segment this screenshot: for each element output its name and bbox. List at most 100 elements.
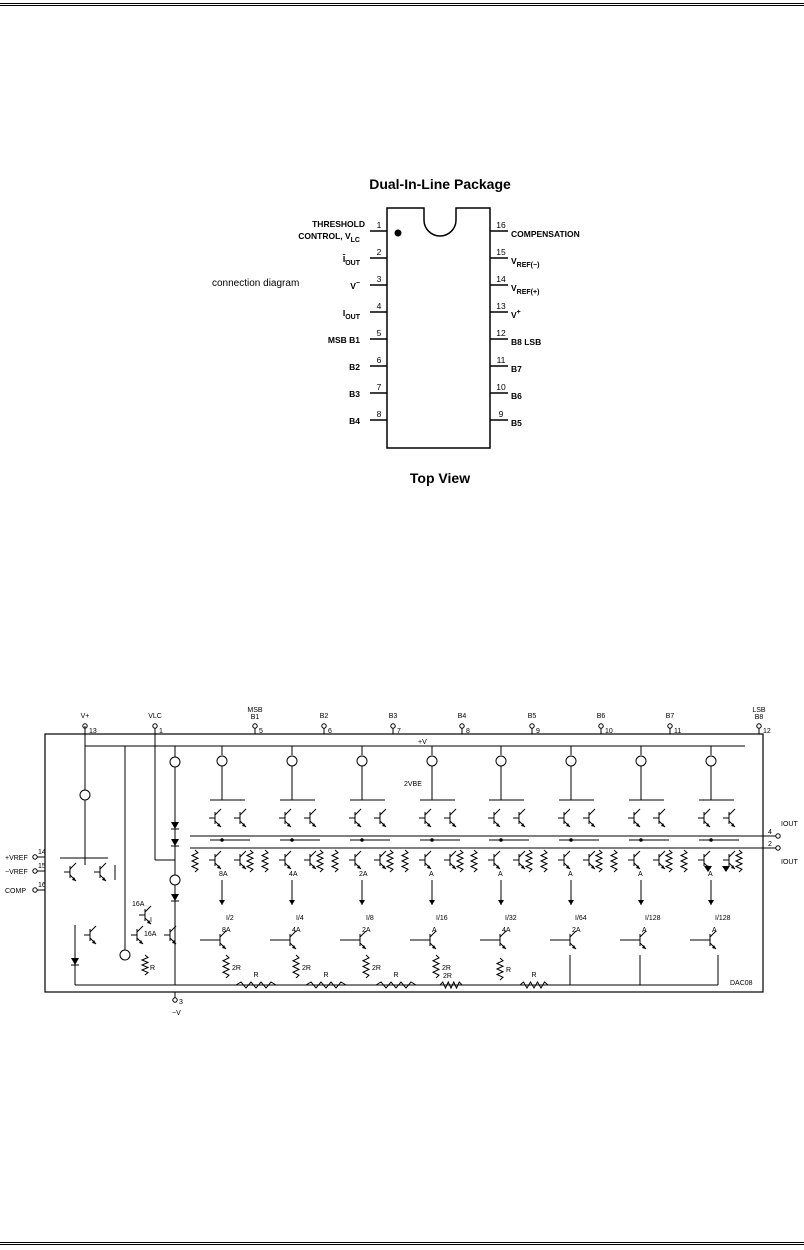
cell-switch-left-1-arrow — [287, 823, 291, 827]
cell-resistor-b-2 — [385, 849, 395, 873]
cell-source-0 — [216, 755, 228, 767]
ladder-2r-0 — [221, 954, 231, 979]
package-title: Dual-In-Line Package — [369, 176, 511, 192]
cell-resistor-a-3 — [400, 849, 410, 873]
top-pin-label-a-12: LSB — [752, 707, 766, 714]
ladder-ratio-0: 8A — [222, 927, 231, 934]
pin-name-15: VREF(−) — [511, 256, 539, 269]
ladder-2r-label-1: 2R — [302, 965, 311, 972]
ref-ratio-1: 16A — [132, 901, 145, 908]
cell-source-5 — [565, 755, 577, 767]
left-pin-14 — [32, 854, 38, 860]
right-pin-number-4: 4 — [768, 829, 772, 836]
cell-switch-left-6-collector — [633, 808, 641, 816]
right-pin-label-2: IOUT — [781, 859, 798, 866]
ref-transistor-a-arrow — [72, 877, 76, 881]
ref-16a-transistor-arrow — [147, 920, 151, 924]
ref-current-source — [79, 789, 91, 801]
pin-number-16: 16 — [496, 220, 506, 230]
pin-number-10: 10 — [496, 382, 506, 392]
cell-switch-left-6-arrow — [636, 823, 640, 827]
cell-switch-right-3-collector — [449, 808, 457, 816]
ladder-transistor-1-arrow — [292, 945, 296, 949]
comp-transistor-collector — [89, 925, 97, 933]
pin-name-7: B3 — [349, 389, 360, 399]
vlc-diode-c — [171, 894, 179, 901]
cell-switch-right-4-arrow — [521, 823, 525, 827]
lower-series-r-label: R — [531, 972, 536, 979]
top-pin-label-9: B5 — [528, 713, 537, 720]
vlc-source — [169, 756, 181, 768]
junction-dot — [499, 838, 503, 842]
ladder-2r-2 — [361, 954, 371, 979]
left-pin-number-15: 15 — [38, 863, 46, 870]
bias-transistor-a-arrow — [139, 940, 143, 944]
dip-right-pins: 16COMPENSATION15VREF(−)14VREF(+)13V+12B8… — [490, 220, 580, 428]
top-pin-label-7: B3 — [389, 713, 398, 720]
cell-diff-left-5-arrow — [566, 865, 570, 869]
cell-diff-left-1-arrow — [287, 865, 291, 869]
pin-number-4: 4 — [377, 301, 382, 311]
top-pin-number-5: 5 — [259, 728, 263, 735]
ref-transistor-b-arrow — [102, 877, 106, 881]
cell-switch-right-3-arrow — [452, 823, 456, 827]
bias-source — [119, 949, 131, 961]
ladder-ratio-4: 4A — [502, 927, 511, 934]
cell-switch-right-7-arrow — [731, 823, 735, 827]
out-diode-b — [722, 866, 730, 872]
cell-resistor-b-7 — [734, 849, 744, 873]
right-pin-number-2: 2 — [768, 841, 772, 848]
left-pin-16 — [32, 887, 38, 893]
cell-diff-right-7-arrow — [731, 865, 735, 869]
junction-dot — [430, 838, 434, 842]
top-rule — [0, 3, 804, 6]
lower-ladder-r-label: R — [506, 967, 511, 974]
cell-current-2: I/8 — [366, 915, 374, 922]
cell-resistor-b-5 — [594, 849, 604, 873]
cell-switch-left-0-arrow — [217, 823, 221, 827]
right-pin-4 — [775, 833, 781, 839]
top-pin-label-b-5: B1 — [251, 714, 260, 721]
cell-diff-right-4-collector — [518, 850, 526, 858]
rail-label: +V — [418, 739, 427, 746]
top-pin-number-9: 9 — [536, 728, 540, 735]
cell-switch-right-4-collector — [518, 808, 526, 816]
cell-diff-right-0-collector — [239, 850, 247, 858]
ladder-ratio-7: A — [712, 927, 717, 934]
cell-diff-right-4-arrow — [521, 865, 525, 869]
cell-diff-left-5-collector — [563, 850, 571, 858]
pin-number-13: 13 — [496, 301, 506, 311]
top-pin-number-12: 12 — [763, 728, 771, 735]
pin-number-5: 5 — [377, 328, 382, 338]
pin-number-9: 9 — [499, 409, 504, 419]
ladder-series-r-label-0: R — [253, 972, 258, 979]
pin-name-11: B7 — [511, 364, 522, 374]
ladder-transistor-6-collector — [639, 930, 647, 938]
right-pin-label-4: IOUT — [781, 821, 798, 828]
cell-resistor-a-4 — [469, 849, 479, 873]
ladder-transistor-0-arrow — [222, 945, 226, 949]
cell-switch-left-5-collector — [563, 808, 571, 816]
pin1-marker-dot — [394, 229, 402, 237]
top-pin-7 — [390, 723, 396, 729]
top-pin-number-8: 8 — [466, 728, 470, 735]
top-pin-5 — [252, 723, 258, 729]
cell-resistor-b-3 — [455, 849, 465, 873]
cell-current-arrow — [359, 900, 365, 905]
cell-switch-left-2-arrow — [357, 823, 361, 827]
cell-diff-right-2-collector — [379, 850, 387, 858]
pin-name-8: B4 — [349, 416, 360, 426]
pin-name-4: IOUT — [343, 308, 361, 321]
ladder-transistor-3-collector — [429, 930, 437, 938]
cell-diff-left-3-collector — [424, 850, 432, 858]
ladder-2r-label-3: 2R — [442, 965, 451, 972]
ladder-series-r-2 — [375, 981, 417, 989]
cell-switch-left-0-collector — [214, 808, 222, 816]
right-pin-2 — [775, 845, 781, 851]
cell-switch-right-1-arrow — [312, 823, 316, 827]
ladder-2r-3 — [431, 954, 441, 979]
top-pin-label-8: B4 — [458, 713, 467, 720]
cell-diff-left-2-collector — [354, 850, 362, 858]
